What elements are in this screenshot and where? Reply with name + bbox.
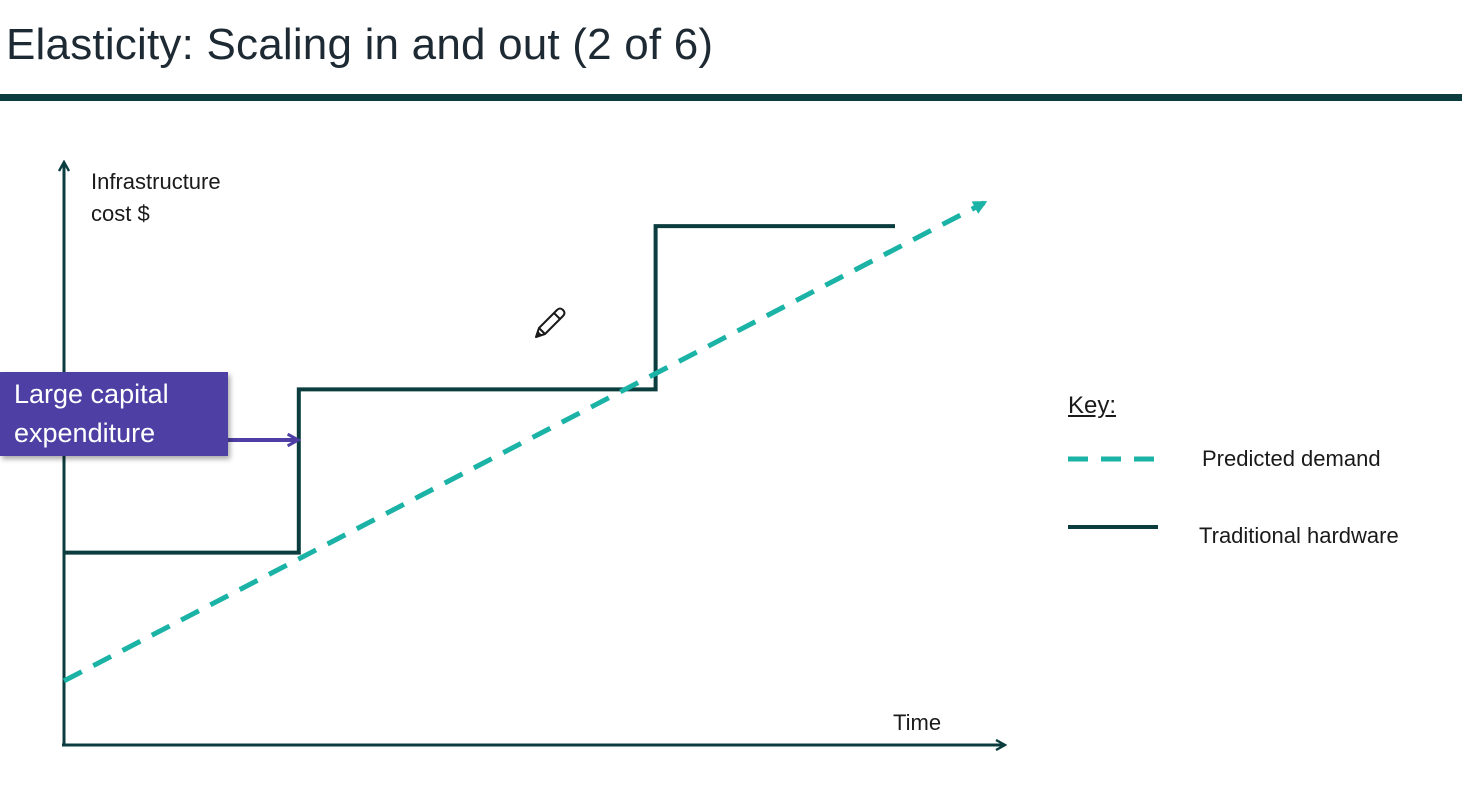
legend-label-traditional-hardware: Traditional hardware (1199, 523, 1399, 548)
pencil-icon (535, 307, 566, 338)
series-predicted-demand (62, 200, 988, 684)
legend-title: Key: (1068, 392, 1117, 419)
y-axis-label: Infrastructure cost $ (91, 169, 221, 226)
capital-expenditure-callout: Large capital expenditure (0, 372, 228, 456)
series-traditional-hardware (64, 224, 895, 555)
x-axis-label: Time (893, 710, 942, 735)
slide-title: Elasticity: Scaling in and out (2 of 6) (6, 20, 714, 69)
legend-label-predicted-demand: Predicted demand (1202, 446, 1381, 471)
title-rule (0, 94, 1462, 101)
